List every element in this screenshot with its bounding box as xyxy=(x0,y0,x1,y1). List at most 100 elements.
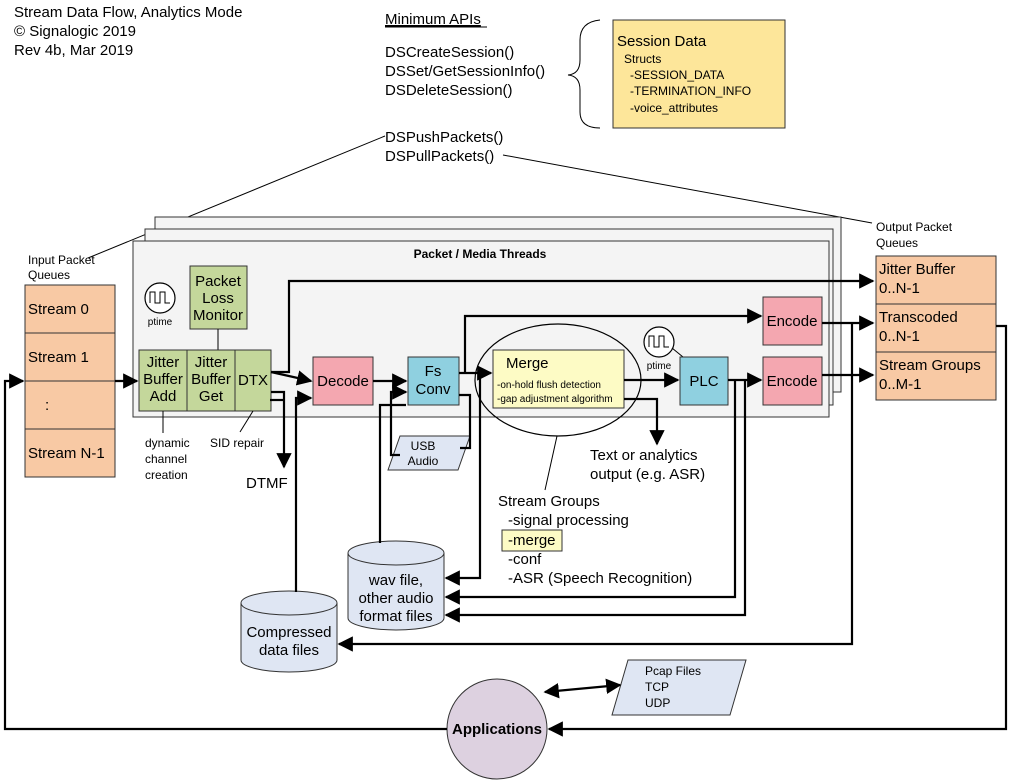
flow-dtx-to-output-jitter xyxy=(271,273,875,374)
input-queue-stream xyxy=(24,332,116,382)
encode-block-stream-groups xyxy=(762,356,823,406)
input-queue-label: Stream 1 xyxy=(28,349,89,366)
flow-merge-to-analytics xyxy=(624,397,665,446)
encode-label: Encode xyxy=(767,373,818,390)
session-data-item: -voice_attributes xyxy=(630,101,718,115)
output-queue-sublabel: 0..N-1 xyxy=(879,280,920,297)
stream-groups-item: -merge xyxy=(508,532,556,549)
flow-wav-to-fsconv xyxy=(378,403,406,543)
packet-loss-monitor-label: Packet xyxy=(195,273,242,290)
stream-groups-title: Stream Groups xyxy=(498,493,600,510)
session-data-box xyxy=(612,19,786,129)
jitter-buffer-add-label: Add xyxy=(150,388,177,405)
pull-leader-line xyxy=(502,154,873,224)
applications-label: Applications xyxy=(452,721,542,738)
compressed-files-cylinder: Compressed data files xyxy=(240,590,338,673)
analytics-output-label: Text or analytics xyxy=(590,447,698,464)
wav-files-label: other audio xyxy=(358,590,433,607)
pcap-label: TCP xyxy=(645,680,669,694)
sid-repair-leader xyxy=(239,410,254,433)
pulse-wave-icon xyxy=(149,291,170,304)
output-queue-stream-groups xyxy=(875,351,997,401)
dynamic-channel-label: dynamic xyxy=(145,436,190,450)
decode-label: Decode xyxy=(317,373,369,390)
compressed-files-label: Compressed xyxy=(246,624,331,641)
analytics-output-label: output (e.g. ASR) xyxy=(590,466,705,483)
push-leader-line xyxy=(87,135,386,259)
flow-compressed-to-dtx xyxy=(294,390,313,592)
flow-usb-to-fsconv xyxy=(389,384,408,457)
wav-files-cylinder: wav file, other audio format files xyxy=(347,540,445,631)
jitter-buffer-get-label: Get xyxy=(199,388,224,405)
input-queue-stack: Stream 0 Stream 1 : Stream N-1 xyxy=(24,284,116,478)
stream-groups-item: -ASR (Speech Recognition) xyxy=(508,570,692,587)
decode-block xyxy=(312,356,374,406)
flow-dtx-to-decode xyxy=(270,370,313,386)
fs-conv-label: Fs xyxy=(425,363,442,380)
dynamic-channel-label: channel xyxy=(145,452,187,466)
fs-conv-label: Conv xyxy=(415,381,451,398)
packet-loss-monitor-block xyxy=(189,265,248,330)
input-queue-stream xyxy=(24,380,116,430)
input-queue-label: Stream 0 xyxy=(28,301,89,318)
ptime-connector xyxy=(671,347,684,358)
sid-repair-label: SID repair xyxy=(210,436,264,450)
jitter-buffer-get-label: Jitter xyxy=(195,354,228,371)
merge-block xyxy=(492,349,625,409)
dtmf-label: DTMF xyxy=(246,475,288,492)
dtx-label: DTX xyxy=(238,372,268,389)
encode-label: Encode xyxy=(767,313,818,330)
jitter-buffer-add-label: Buffer xyxy=(143,371,183,388)
api-push-packets: DSPushPackets() xyxy=(385,129,503,146)
jitter-buffer-add-block xyxy=(138,349,188,412)
api-create-session: DSCreateSession() xyxy=(385,44,514,61)
flow-encode-to-wav-1 xyxy=(444,380,737,605)
session-data-item: -TERMINATION_INFO xyxy=(630,84,751,98)
packet-loss-monitor-label: Monitor xyxy=(193,307,243,324)
api-set-get-session-info: DSSet/GetSessionInfo() xyxy=(385,63,545,80)
encode-block-transcoded xyxy=(762,296,823,346)
apis-heading: Minimum APIs xyxy=(385,11,481,28)
ptime-label: ptime xyxy=(647,361,672,372)
plc-label: PLC xyxy=(689,373,718,390)
merge-highlight xyxy=(501,529,563,552)
input-queue-stream xyxy=(24,428,116,478)
output-queue-label: Stream Groups xyxy=(879,357,981,374)
dtx-block xyxy=(234,349,272,412)
pcap-label: UDP xyxy=(645,696,670,710)
output-queue-label: Jitter Buffer xyxy=(879,261,955,278)
packet-loss-monitor-label: Loss xyxy=(202,290,234,307)
compressed-files-label: data files xyxy=(259,642,319,659)
thread-panel-title: Packet / Media Threads xyxy=(414,247,547,261)
plc-block xyxy=(679,356,729,406)
pcap-label: Pcap Files xyxy=(645,664,701,678)
session-data-title: Session Data xyxy=(617,33,707,50)
stream-groups-item: -conf xyxy=(508,551,542,568)
output-queue-sublabel: 0..N-1 xyxy=(879,328,920,345)
flow-encode-to-compressed xyxy=(337,323,854,652)
jitter-buffer-get-block xyxy=(186,349,236,412)
merge-option: -on-hold flush detection xyxy=(497,380,601,391)
flow-output-to-applications xyxy=(547,324,1008,737)
revision: Rev 4b, Mar 2019 xyxy=(14,42,133,59)
diagram-title: Stream Data Flow, Analytics Mode xyxy=(14,4,242,21)
fs-conv-block xyxy=(407,356,460,406)
usb-audio-label: Audio xyxy=(408,454,439,468)
api-delete-session: DSDeleteSession() xyxy=(385,82,513,99)
stream-groups-item: -signal processing xyxy=(508,512,629,529)
merge-label: Merge xyxy=(506,355,549,372)
jitter-buffer-get-label: Buffer xyxy=(191,371,231,388)
input-queue-label: : xyxy=(45,397,49,414)
merge-option: -gap adjustment algorithm xyxy=(497,394,613,405)
wav-files-label: format files xyxy=(359,608,432,625)
output-queues-label: Queues xyxy=(876,236,918,250)
input-queue-label: Stream N-1 xyxy=(28,445,105,462)
usb-audio-label: USB xyxy=(411,439,436,453)
input-queues-label: Queues xyxy=(28,268,70,282)
output-queues-label: Output Packet xyxy=(876,220,953,234)
flow-applications-to-input xyxy=(3,373,447,731)
flow-fsconv-to-usb xyxy=(459,393,472,450)
output-queue-sublabel: 0..M-1 xyxy=(879,376,922,393)
flow-fsconv-to-wav xyxy=(444,372,482,586)
